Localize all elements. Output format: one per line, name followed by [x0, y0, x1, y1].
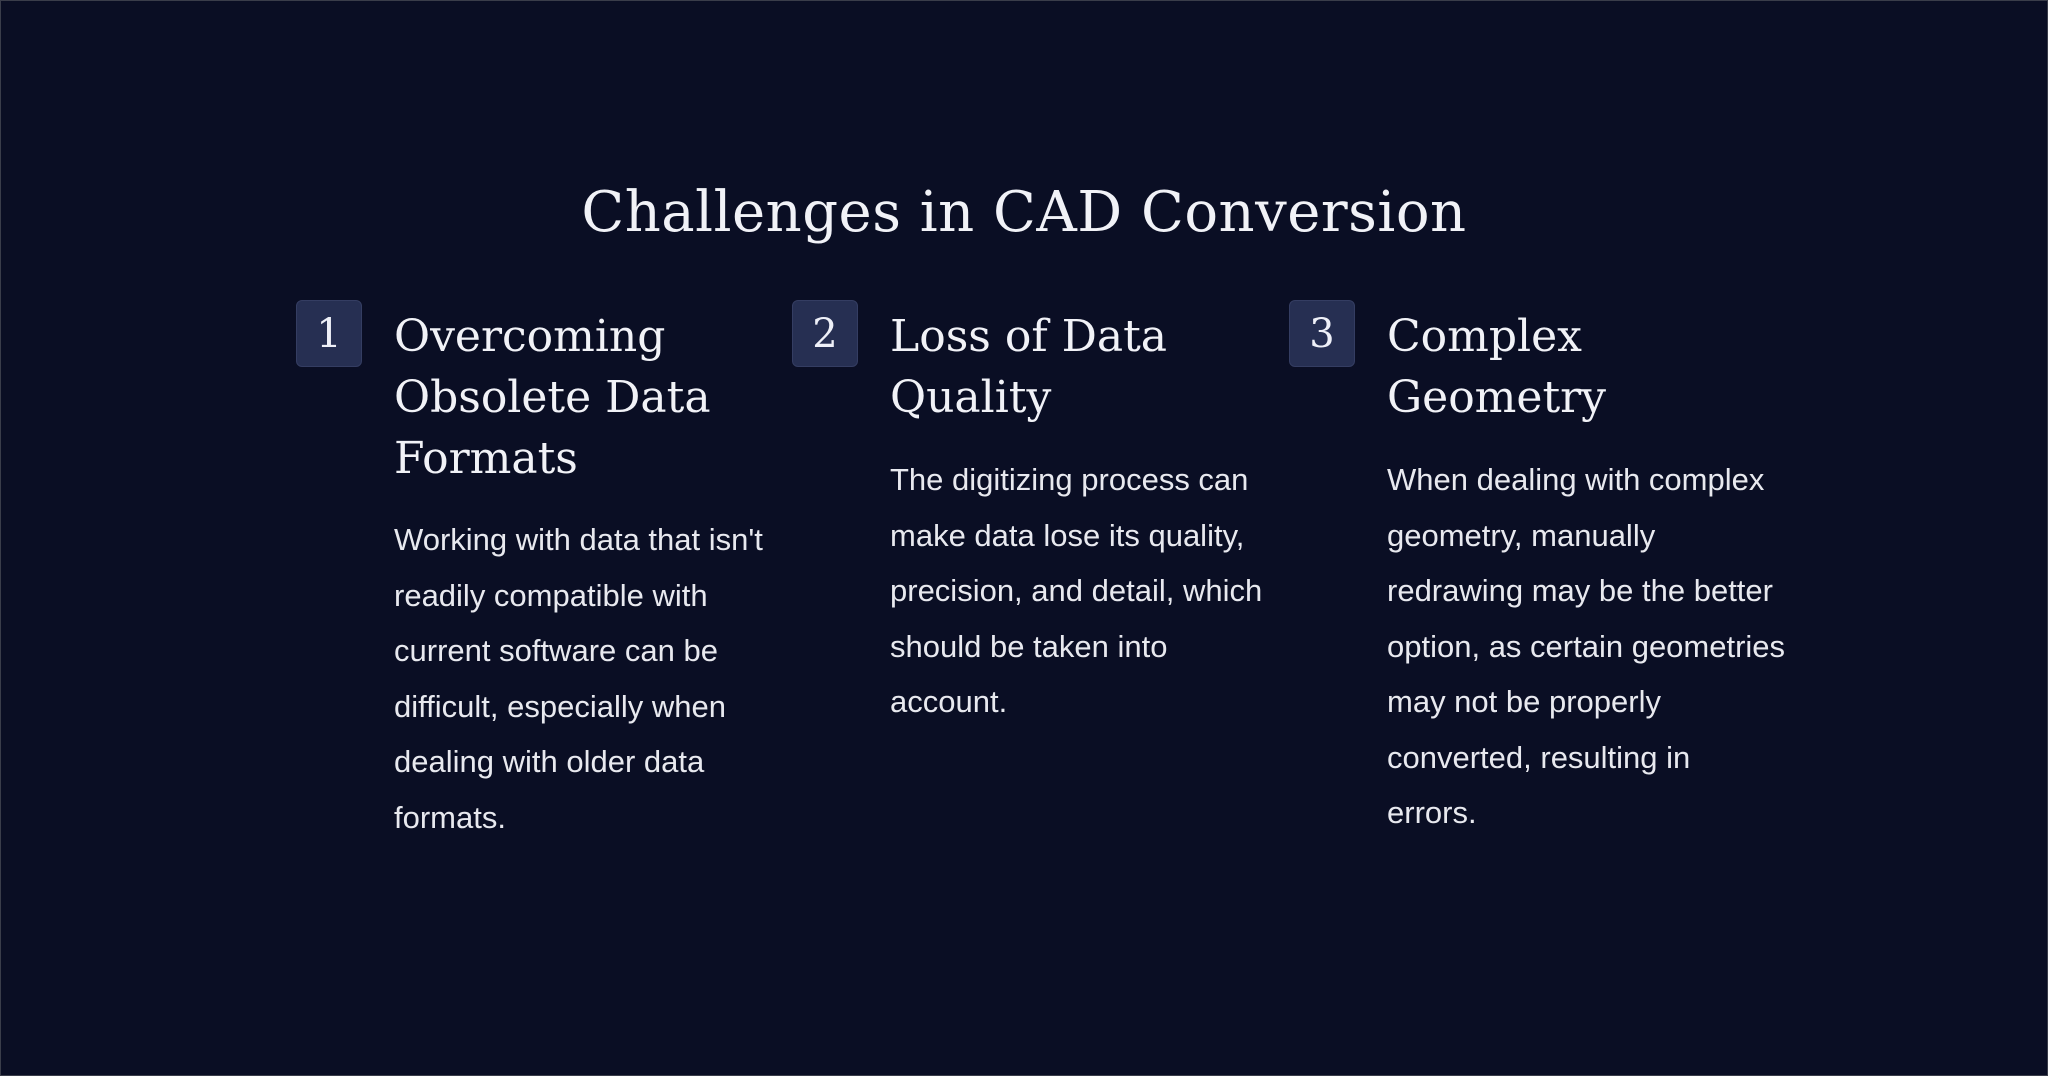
card-body: The digitizing process can make data los…: [890, 462, 1263, 719]
number-badge: 3: [1289, 300, 1355, 367]
card-body: When dealing with complex geometry, manu…: [1387, 462, 1786, 830]
number-badge: 1: [296, 300, 362, 367]
card-title: Overcoming Obsolete Data Formats: [394, 311, 711, 484]
card-title: Loss of Data Quality: [890, 311, 1168, 423]
number-badge: 2: [792, 300, 858, 367]
slide-title: Challenges in CAD Conversion: [581, 180, 1467, 245]
card-body: Working with data that isn't readily com…: [394, 522, 763, 835]
card-title: Complex Geometry: [1387, 311, 1607, 423]
